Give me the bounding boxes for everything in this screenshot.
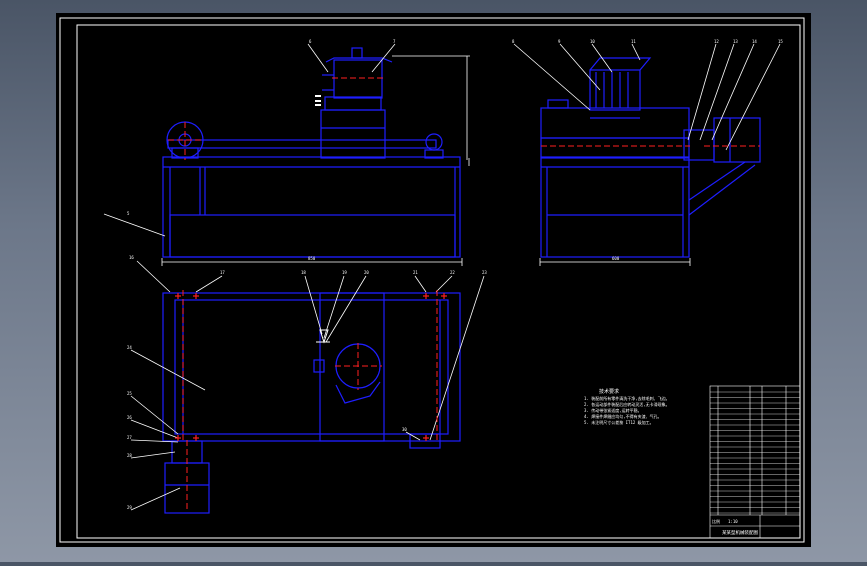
note-line: 4. 焊接件焊缝应均匀,不得有夹渣、气孔。 — [584, 413, 662, 419]
scale-label: 比例 — [712, 518, 720, 524]
balloon-label: 23 — [482, 270, 487, 275]
drawing-sheet — [56, 13, 811, 547]
balloon-label: 8 — [512, 39, 515, 44]
front-view-dashes — [315, 95, 321, 106]
note-line: 3. 传动带张紧适度,运转平稳。 — [584, 407, 642, 413]
balloon-label: 18 — [301, 270, 306, 275]
balloon-label: 12 — [714, 39, 719, 44]
top-view-red-centerlines — [182, 290, 438, 510]
balloon-label: 25 — [127, 391, 132, 396]
note-line: 5. 未注明尺寸公差按 IT12 级加工。 — [584, 419, 654, 425]
front-width-dimension: 850 — [308, 256, 316, 261]
outer-border — [59, 17, 805, 543]
title-block-text: 某某型机械装配图 比例 1:10 — [712, 518, 758, 536]
side-view-white-lines — [513, 43, 781, 266]
note-line: 1. 装配前所有零件清洗干净,去除毛刺、飞边。 — [584, 395, 670, 401]
balloon-label: 15 — [778, 39, 783, 44]
front-view-red-centerlines — [168, 77, 386, 160]
balloon-label: 13 — [733, 39, 738, 44]
balloon-label: 20 — [364, 270, 369, 275]
balloon-label: 26 — [127, 415, 132, 420]
balloon-label: 29 — [127, 505, 132, 510]
parts-list-rows — [710, 391, 800, 514]
balloon-label: 22 — [450, 270, 455, 275]
parts-list — [709, 385, 801, 539]
balloon-label: 19 — [342, 270, 347, 275]
front-view-white-lines — [103, 43, 470, 266]
notes-heading: 技术要求 — [599, 388, 619, 395]
side-view — [540, 57, 761, 258]
balloon-label: 16 — [129, 255, 134, 260]
drawing-title: 某某型机械装配图 — [722, 529, 758, 536]
balloon-label: 11 — [631, 39, 636, 44]
balloon-label: 9 — [558, 39, 561, 44]
balloon-label: 28 — [127, 453, 132, 458]
balloon-label: 6 — [309, 39, 312, 44]
top-view-anchor-marks — [175, 293, 447, 441]
balloon-label: 21 — [413, 270, 418, 275]
side-width-dimension: 600 — [612, 256, 620, 261]
balloon-label: 17 — [220, 270, 225, 275]
balloon-label: 27 — [127, 435, 132, 440]
balloon-label: 10 — [590, 39, 595, 44]
note-line: 2. 各运动部件装配后应转动灵活,无卡滞现象。 — [584, 401, 670, 407]
balloon-label: 5 — [127, 211, 130, 216]
balloon-label: 7 — [393, 39, 396, 44]
balloon-label: 30 — [402, 427, 407, 432]
inner-border — [76, 24, 801, 539]
top-view-white-lines — [130, 260, 485, 511]
top-view-valve — [316, 329, 330, 344]
balloon-label: 24 — [127, 345, 132, 350]
scale-value: 1:10 — [728, 519, 738, 524]
balloon-label: 14 — [752, 39, 757, 44]
technical-notes: 技术要求 1. 装配前所有零件清洗干净,去除毛刺、飞边。 2. 各运动部件装配后… — [584, 388, 670, 425]
balloon-labels: 5 6 7 8 9 10 11 12 13 14 15 16 17 18 19 … — [127, 39, 783, 510]
